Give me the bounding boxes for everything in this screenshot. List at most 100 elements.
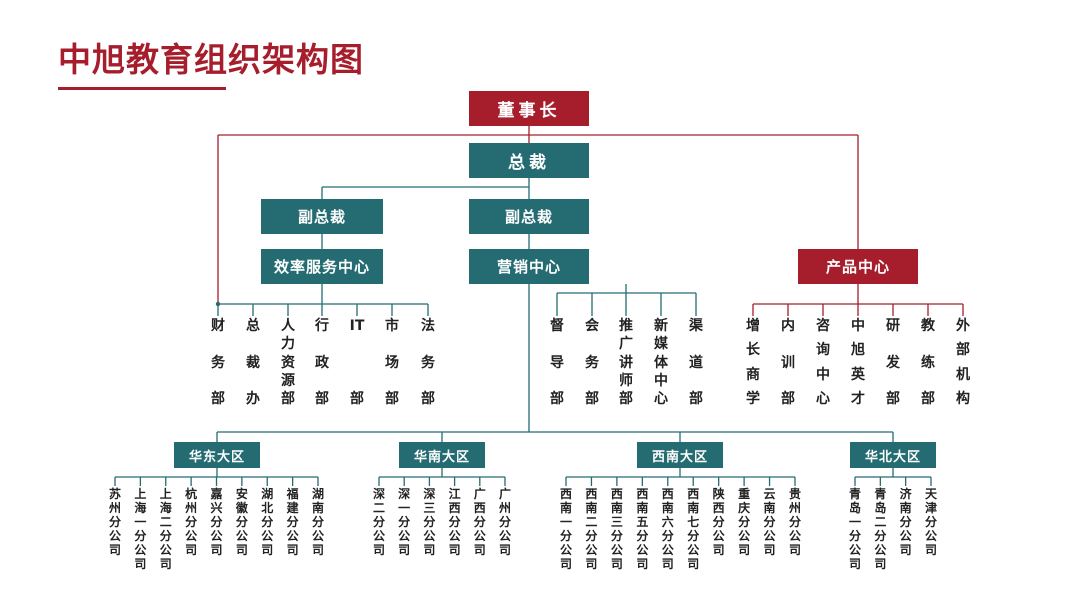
vertical-char: 公 bbox=[210, 529, 223, 543]
region-node: 华东大区 bbox=[174, 442, 260, 468]
branch-label: 安徽分公司 bbox=[230, 487, 254, 557]
vertical-char: 分 bbox=[610, 529, 623, 543]
branch-label: 西南六分公司 bbox=[656, 487, 680, 571]
vertical-char: 岛 bbox=[874, 501, 887, 515]
vertical-char: 公 bbox=[108, 529, 121, 543]
vertical-char: 二 bbox=[874, 515, 887, 529]
vertical-char: 南 bbox=[763, 501, 776, 515]
vertical-char: 部 bbox=[350, 391, 364, 407]
vertical-char: 公 bbox=[372, 529, 385, 543]
vertical-char: 广 bbox=[473, 487, 486, 501]
vertical-char: 司 bbox=[159, 557, 172, 571]
vertical-char: 南 bbox=[311, 501, 324, 515]
vertical-char: 政 bbox=[315, 354, 329, 371]
vertical-char: 西 bbox=[636, 487, 649, 501]
vertical-char: 司 bbox=[763, 543, 776, 557]
vertical-char: 增 bbox=[746, 318, 760, 334]
vertical-char: 州 bbox=[108, 501, 121, 515]
branch-label: 重庆分公司 bbox=[732, 487, 756, 557]
vertical-char: 练 bbox=[921, 354, 935, 371]
branch-label: 西南一分公司 bbox=[554, 487, 578, 571]
vertical-char: 司 bbox=[848, 557, 861, 571]
vertical-char: 分 bbox=[398, 515, 411, 529]
vertical-char: 公 bbox=[738, 529, 751, 543]
vertical-char: 分 bbox=[585, 529, 598, 543]
vertical-char: 部 bbox=[281, 391, 295, 407]
vertical-char: 分 bbox=[311, 515, 324, 529]
vertical-char: 分 bbox=[286, 515, 299, 529]
vertical-char: 咨 bbox=[816, 318, 830, 334]
vertical-char: 公 bbox=[610, 543, 623, 557]
vertical-char: 场 bbox=[385, 354, 399, 371]
vertical-char: 新 bbox=[654, 318, 668, 334]
vertical-char: 公 bbox=[286, 529, 299, 543]
vertical-char: 六 bbox=[661, 515, 674, 529]
vertical-char: 一 bbox=[398, 501, 411, 515]
product-dept-label: 外部机构 bbox=[951, 318, 975, 408]
vertical-char: 南 bbox=[687, 501, 700, 515]
vertical-char: 部 bbox=[211, 391, 225, 407]
vertical-char: 西 bbox=[448, 501, 461, 515]
vertical-char: 力 bbox=[281, 336, 295, 353]
vertical-char: 南 bbox=[899, 501, 912, 515]
vertical-char: 二 bbox=[372, 501, 385, 515]
vertical-char: 南 bbox=[610, 501, 623, 515]
branch-label: 江西分公司 bbox=[443, 487, 467, 557]
vertical-char: 部 bbox=[585, 391, 599, 407]
vertical-char: 推 bbox=[619, 318, 633, 334]
vertical-char: 苏 bbox=[108, 487, 121, 501]
vertical-char: 司 bbox=[788, 543, 801, 557]
efficiency-dept-label: 市场部 bbox=[380, 318, 404, 408]
efficiency-dept-label: IT 部 bbox=[345, 318, 369, 408]
vertical-char: 部 bbox=[315, 391, 329, 407]
efficiency-dept-label: 法务部 bbox=[416, 318, 440, 408]
vertical-char: 司 bbox=[924, 543, 937, 557]
vertical-char: 研 bbox=[886, 318, 900, 334]
vertical-char: 资 bbox=[281, 354, 295, 371]
vertical-char: 杭 bbox=[185, 487, 198, 501]
vertical-char: 深 bbox=[372, 487, 385, 501]
vertical-char: 湖 bbox=[311, 487, 324, 501]
chairman-node: 董事长 bbox=[469, 91, 589, 126]
vertical-char: 分 bbox=[738, 515, 751, 529]
branch-label: 云南分公司 bbox=[758, 487, 782, 557]
vertical-char: 重 bbox=[738, 487, 751, 501]
vertical-char: 司 bbox=[712, 543, 725, 557]
vertical-char: 分 bbox=[108, 515, 121, 529]
vertical-char: 源 bbox=[281, 372, 295, 389]
vertical-char: 一 bbox=[134, 515, 147, 529]
vertical-char: 分 bbox=[134, 529, 147, 543]
vertical-char: 贵 bbox=[788, 487, 801, 501]
vertical-char: 公 bbox=[398, 529, 411, 543]
vertical-char: 分 bbox=[788, 515, 801, 529]
vertical-char: 部 bbox=[619, 391, 633, 407]
vertical-char: IT bbox=[349, 318, 365, 334]
efficiency-center-node: 效率服务中心 bbox=[261, 249, 383, 284]
vertical-char: 司 bbox=[448, 543, 461, 557]
vertical-char: 公 bbox=[473, 529, 486, 543]
vertical-char: 公 bbox=[636, 543, 649, 557]
branch-label: 西南三分公司 bbox=[605, 487, 629, 571]
vertical-char: 公 bbox=[448, 529, 461, 543]
vertical-char: 分 bbox=[924, 515, 937, 529]
vertical-char: 公 bbox=[763, 529, 776, 543]
vertical-char: 建 bbox=[286, 501, 299, 515]
region-node: 华南大区 bbox=[399, 442, 485, 468]
vertical-char: 财 bbox=[211, 318, 225, 334]
branch-label: 西南五分公司 bbox=[630, 487, 654, 571]
vertical-char: 青 bbox=[874, 487, 887, 501]
vp-left-node: 副总裁 bbox=[261, 199, 383, 234]
branch-label: 福建分公司 bbox=[281, 487, 305, 557]
marketing-center-node: 营销中心 bbox=[469, 249, 589, 284]
vertical-char: 司 bbox=[687, 557, 700, 571]
vertical-char: 分 bbox=[636, 529, 649, 543]
vertical-char: 广 bbox=[498, 487, 511, 501]
vertical-char: 务 bbox=[211, 354, 225, 371]
vertical-char: 构 bbox=[956, 391, 970, 407]
branch-label: 上海一分公司 bbox=[128, 487, 152, 571]
vertical-char: 公 bbox=[924, 529, 937, 543]
vertical-char: 部 bbox=[886, 391, 900, 407]
vertical-char: 师 bbox=[619, 372, 633, 389]
vertical-char: 心 bbox=[816, 391, 830, 407]
vertical-char: 分 bbox=[185, 515, 198, 529]
